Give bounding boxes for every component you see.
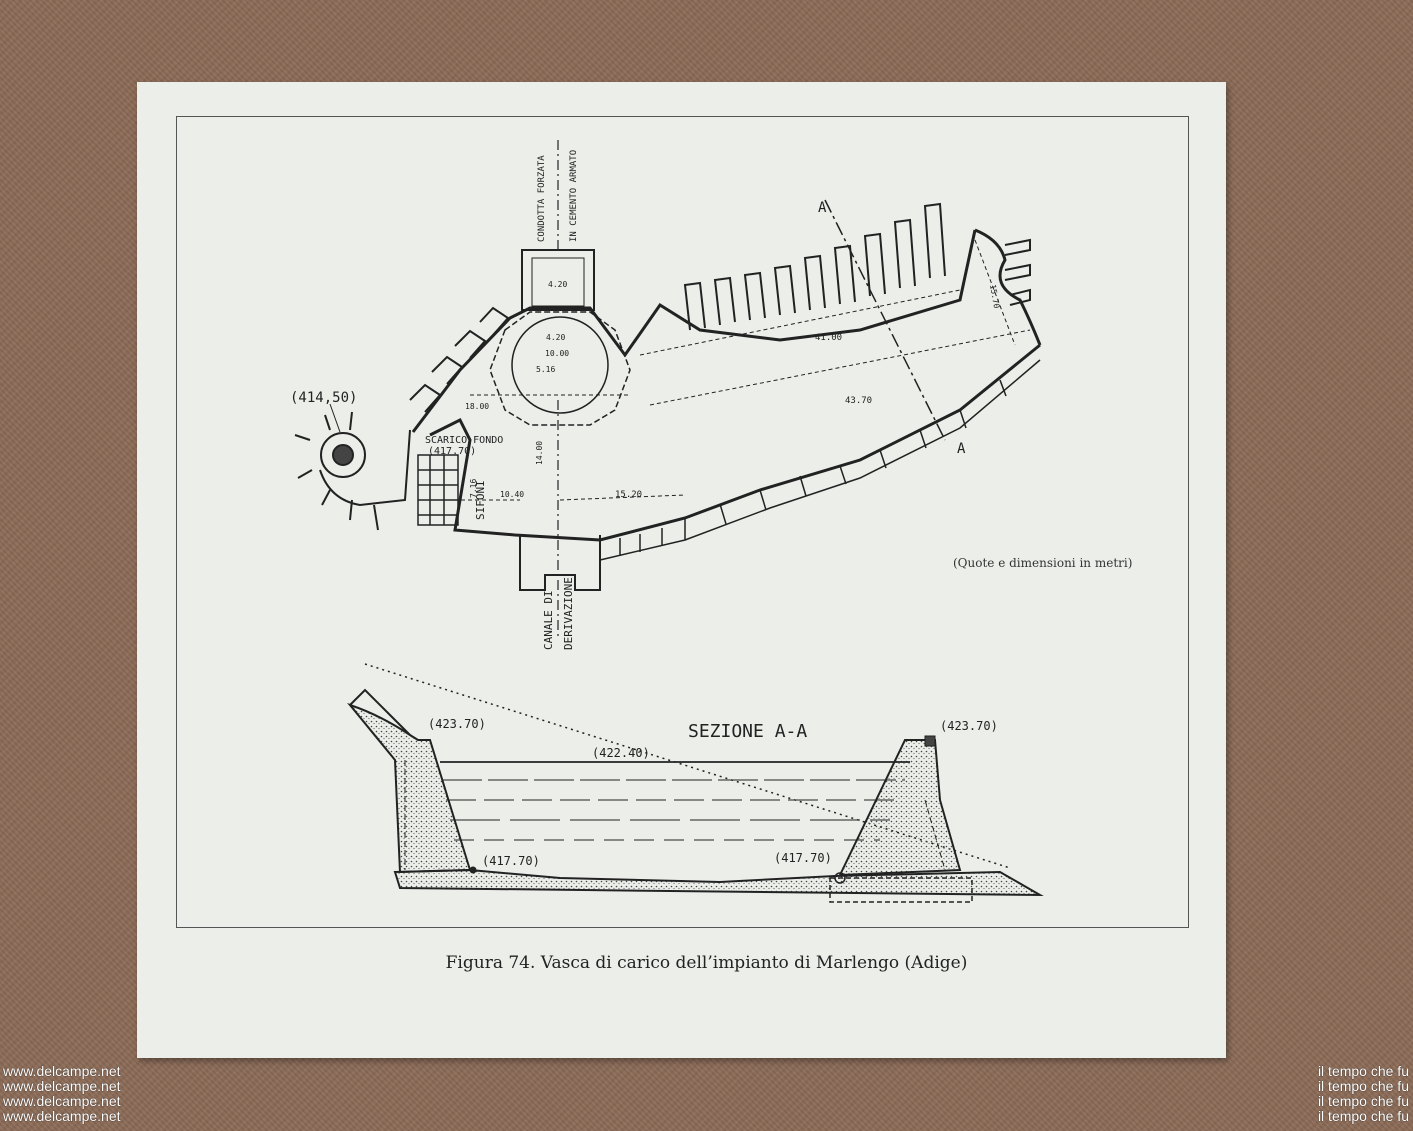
scarico-label: SCARICO FONDO xyxy=(425,435,503,446)
foundation xyxy=(829,877,973,903)
right-wall xyxy=(838,739,962,877)
basin-lower-wall xyxy=(429,343,1041,542)
dim-7-16: 7.16 xyxy=(469,479,478,498)
elev-bottom-left: (417.70) xyxy=(482,854,540,868)
canal xyxy=(519,400,601,640)
section-a-bottom: A xyxy=(957,441,966,457)
section-title: SEZIONE A-A xyxy=(688,721,807,742)
counterforts-right xyxy=(683,202,946,331)
dim-18-00: 18.00 xyxy=(465,402,489,411)
dim-41-00: 41.00 xyxy=(815,333,842,343)
octagon-chamber xyxy=(489,311,631,426)
figure-frame xyxy=(176,116,1189,928)
dim-4-20-a: 4.20 xyxy=(548,280,567,289)
basin-floor xyxy=(393,868,1044,897)
watermark-right-line: il tempo che fu xyxy=(1317,1108,1409,1124)
elev-bottom-right: (417.70) xyxy=(774,851,832,865)
section-labels: SEZIONE A-A (423.70) (423.70) (422.40) (… xyxy=(428,717,998,868)
condotta-label-1: CONDOTTA FORZATA xyxy=(537,155,547,242)
counterforts-end xyxy=(1004,238,1031,306)
elev-scarico-label: (417.70) xyxy=(428,446,476,457)
siphon-block xyxy=(417,454,459,526)
watermark-left-line: www.delcampe.net xyxy=(3,1078,121,1094)
watermark-left-line: www.delcampe.net xyxy=(3,1093,121,1109)
dimension-lines xyxy=(440,239,1031,501)
elev-water: (422.40) xyxy=(592,746,650,760)
dim-4-20-b: 4.20 xyxy=(546,333,565,342)
dim-10-00: 10.00 xyxy=(545,349,569,358)
basin-end-wall xyxy=(974,228,1042,346)
dim-43-70: 43.70 xyxy=(845,396,872,406)
plan-labels: (414,50) SCARICO FONDO (417.70) SIFONI C… xyxy=(290,150,1001,650)
section-line xyxy=(824,199,946,441)
elev-right-top: (423.70) xyxy=(940,719,998,733)
condotta-label-2: IN CEMENTO ARMATO xyxy=(569,150,579,242)
section-view xyxy=(347,663,1044,903)
section-a-top: A xyxy=(818,200,827,216)
units-note: (Quote e dimensioni in metri) xyxy=(953,556,1133,570)
dim-15-20: 15.20 xyxy=(615,490,642,500)
plan-view xyxy=(294,140,1042,640)
elev-pipe-label: (414,50) xyxy=(290,390,357,406)
dim-15-70: 15.70 xyxy=(988,284,1001,309)
watermark-left: www.delcampe.net www.delcampe.net www.de… xyxy=(3,1064,121,1124)
watermark-right-line: il tempo che fu xyxy=(1317,1093,1409,1109)
dim-14-00: 14.00 xyxy=(535,441,544,465)
watermark-left-line: www.delcampe.net xyxy=(3,1108,121,1124)
watermark-right: il tempo che fu il tempo che fu il tempo… xyxy=(1318,1064,1409,1124)
pipe-end xyxy=(294,411,411,531)
lower-cells xyxy=(599,359,1041,561)
dim-10-40: 10.40 xyxy=(500,490,524,499)
watermark-right-line: il tempo che fu xyxy=(1317,1078,1409,1094)
dim-5-16: 5.16 xyxy=(536,365,555,374)
watermark-left-line: www.delcampe.net xyxy=(3,1063,121,1079)
penstock xyxy=(521,140,595,311)
sifoni-label: SIFONI xyxy=(474,480,487,520)
elev-left-top: (423.70) xyxy=(428,717,486,731)
print-card xyxy=(137,82,1226,1058)
watermark-right-line: il tempo che fu xyxy=(1317,1063,1409,1079)
water-lines xyxy=(440,761,910,841)
counterforts-left xyxy=(409,306,510,413)
figure-caption: Figura 74. Vasca di carico dell’impianto… xyxy=(445,953,968,973)
canale-label-2: DERIVAZIONE xyxy=(562,577,575,650)
canale-label-1: CANALE DI xyxy=(542,590,555,650)
chamber-circle xyxy=(511,316,609,414)
